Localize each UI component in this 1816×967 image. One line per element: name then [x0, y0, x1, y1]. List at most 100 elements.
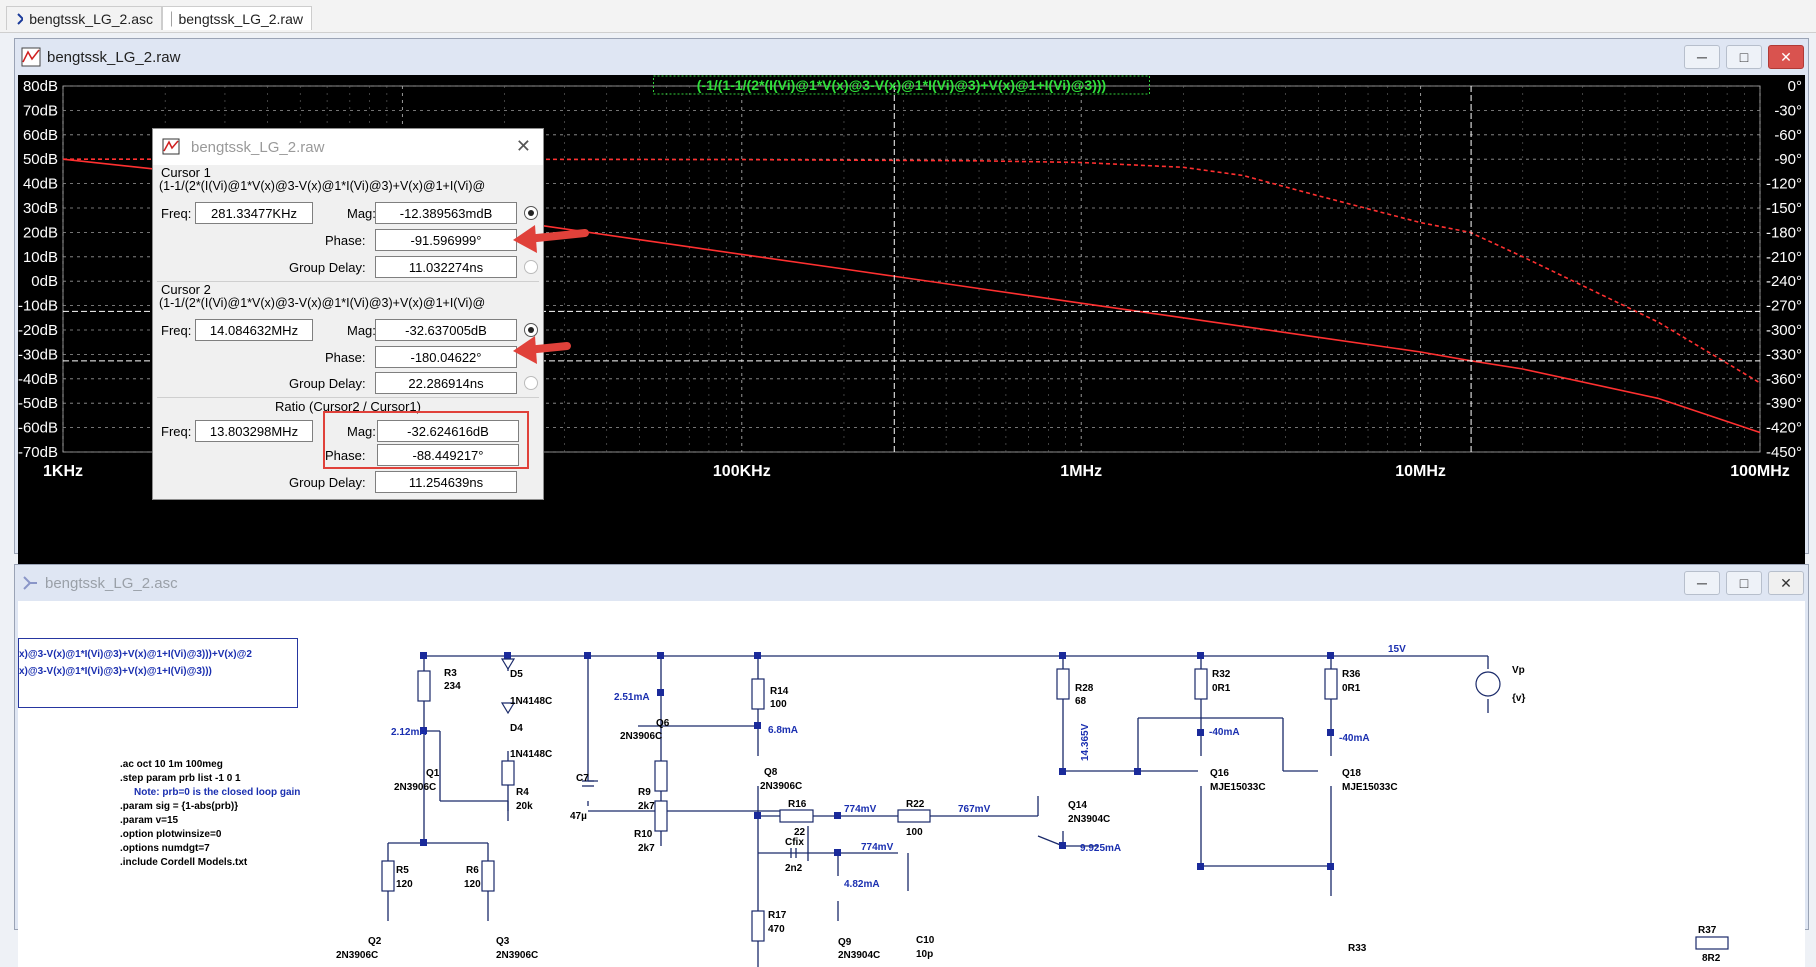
svg-text:R36: R36 — [1342, 669, 1361, 680]
svg-text:MJE15033C: MJE15033C — [1210, 782, 1266, 793]
arrow-icon — [513, 336, 567, 364]
svg-text:R16: R16 — [788, 799, 807, 810]
svg-text:767mV: 767mV — [958, 804, 991, 815]
cursor2-heading: Cursor 2 — [161, 282, 211, 297]
svg-text:Q9: Q9 — [838, 937, 852, 948]
svg-text:.options numdgt=7: .options numdgt=7 — [120, 843, 210, 854]
svg-text:774mV: 774mV — [844, 804, 877, 815]
document-tab-bar: bengtssk_LG_2.asc bengtssk_LG_2.raw — [0, 0, 1816, 33]
svg-text:0R1: 0R1 — [1342, 683, 1361, 694]
cursor1-gd-field[interactable]: 11.032274ns — [375, 256, 517, 278]
arrow-icon — [513, 225, 585, 253]
x-tick-label: 100KHz — [713, 463, 771, 480]
svg-text:2N3904C: 2N3904C — [838, 950, 880, 961]
cursor-dialog: bengtssk_LG_2.raw ✕ Cursor 1 (1-1/(2*(I(… — [152, 128, 544, 500]
spice-directives: .ac oct 10 1m 100meg .step param prb lis… — [120, 759, 300, 868]
svg-text:10p: 10p — [916, 949, 933, 960]
svg-text:{v}: {v} — [1512, 693, 1525, 704]
cursor1-mag-label: Mag: — [347, 206, 376, 221]
tab-waveform[interactable]: bengtssk_LG_2.raw — [162, 6, 312, 30]
y2-tick-label: -120° — [1766, 176, 1802, 193]
y2-tick-label: -240° — [1766, 273, 1802, 290]
ratio-freq-field[interactable]: 13.803298MHz — [195, 420, 313, 442]
cursor2-mag-field[interactable]: -32.637005dB — [375, 319, 517, 341]
cursor1-gd-label: Group Delay: — [289, 260, 366, 275]
close-button[interactable]: ✕ — [1768, 45, 1804, 69]
cursor1-freq-field[interactable]: 281.33477KHz — [195, 202, 313, 224]
schematic-icon — [21, 574, 39, 592]
y2-tick-label: -60° — [1774, 127, 1802, 144]
y2-tick-label: -360° — [1766, 371, 1802, 388]
chart-title: (-1/(1-1/(2*(I(Vi)@1*V(x)@3-V(x)@1*I(Vi)… — [697, 77, 1106, 93]
y-tick-label: -10dB — [18, 298, 58, 315]
waveform-icon — [171, 11, 172, 27]
y2-tick-label: -30° — [1774, 102, 1802, 119]
operating-point-labels: 2.12mA 2.51mA 6.8mA 774mV 767mV 774mV 4.… — [391, 644, 1406, 890]
y-tick-label: 30dB — [23, 200, 58, 217]
y2-tick-label: -270° — [1766, 298, 1802, 315]
cursor2-gd-field[interactable]: 22.286914ns — [375, 372, 517, 394]
x-tick-label: 1KHz — [43, 463, 83, 480]
y-tick-label: 40dB — [23, 176, 58, 193]
svg-text:Cfix: Cfix — [785, 837, 804, 848]
svg-text:R37: R37 — [1698, 925, 1717, 936]
svg-text:20k: 20k — [516, 801, 533, 812]
svg-text:R3: R3 — [444, 668, 457, 679]
y2-tick-label: -390° — [1766, 395, 1802, 412]
svg-text:-40mA: -40mA — [1209, 727, 1240, 738]
note-line: x)@3-V(x)@1*I(Vi)@3)+V(x)@1+I(Vi)@3)))+V… — [19, 649, 297, 660]
cursor1-expression: (1-1/(2*(I(Vi)@1*V(x)@3-V(x)@1*I(Vi)@3)+… — [159, 179, 485, 193]
y2-tick-label: 0° — [1788, 78, 1802, 95]
close-button[interactable]: ✕ — [1768, 571, 1804, 595]
svg-text:2k7: 2k7 — [638, 843, 655, 854]
cursor2-freq-label: Freq: — [161, 323, 191, 338]
close-icon: ✕ — [1780, 575, 1792, 592]
minimize-icon: ─ — [1697, 575, 1707, 591]
svg-text:Vp: Vp — [1512, 665, 1525, 676]
maximize-button[interactable]: □ — [1726, 45, 1762, 69]
cursor1-heading: Cursor 1 — [161, 165, 211, 180]
svg-text:47µ: 47µ — [570, 811, 587, 822]
minimize-button[interactable]: ─ — [1684, 571, 1720, 595]
waveform-icon — [21, 47, 41, 67]
schematic-titlebar[interactable]: bengtssk_LG_2.asc ─ □ ✕ — [15, 565, 1808, 601]
svg-text:Q16: Q16 — [1210, 768, 1229, 779]
svg-text:R14: R14 — [770, 686, 789, 697]
dialog-titlebar[interactable]: bengtssk_LG_2.raw ✕ — [153, 129, 543, 165]
cursor1-phase-field[interactable]: -91.596999° — [375, 229, 517, 251]
schematic-window: bengtssk_LG_2.asc ─ □ ✕ — [14, 564, 1809, 930]
expression-note-box[interactable]: x)@3-V(x)@1*I(Vi)@3)+V(x)@1+I(Vi)@3)))+V… — [18, 638, 298, 708]
maximize-button[interactable]: □ — [1726, 571, 1762, 595]
minimize-button[interactable]: ─ — [1684, 45, 1720, 69]
svg-text:470: 470 — [768, 924, 785, 935]
highlight-box — [323, 411, 529, 469]
y-tick-label: -60dB — [18, 420, 58, 437]
y-tick-label: 10dB — [23, 249, 58, 266]
cursor2-phase-field[interactable]: -180.04622° — [375, 346, 517, 368]
dialog-close-icon[interactable]: ✕ — [516, 136, 531, 157]
svg-text:.ac oct 10 1m 100meg: .ac oct 10 1m 100meg — [120, 759, 223, 770]
tab-schematic[interactable]: bengtssk_LG_2.asc — [6, 6, 162, 30]
svg-text:2n2: 2n2 — [785, 863, 803, 874]
svg-text:100: 100 — [906, 827, 923, 838]
ratio-gd-field[interactable]: 11.254639ns — [375, 471, 517, 493]
cursor2-gd-radio[interactable] — [524, 376, 538, 390]
cursor1-mag-field[interactable]: -12.389563mdB — [375, 202, 517, 224]
waveform-titlebar[interactable]: bengtssk_LG_2.raw ─ □ ✕ — [15, 39, 1808, 75]
tab-label: bengtssk_LG_2.asc — [29, 11, 153, 27]
y2-tick-label: -150° — [1766, 200, 1802, 217]
svg-text:6.8mA: 6.8mA — [768, 725, 798, 736]
y-tick-label: 80dB — [23, 78, 58, 95]
ratio-gd-label: Group Delay: — [289, 475, 366, 490]
maximize-icon: □ — [1740, 575, 1748, 591]
y-tick-label: -40dB — [18, 371, 58, 388]
svg-text:.include Cordell Models.txt: .include Cordell Models.txt — [120, 857, 248, 868]
svg-text:4.82mA: 4.82mA — [844, 879, 880, 890]
y2-tick-label: -90° — [1774, 151, 1802, 168]
svg-text:2N3906C: 2N3906C — [760, 781, 802, 792]
svg-text:774mV: 774mV — [861, 842, 894, 853]
svg-text:Note: prb=0 is the closed loo: Note: prb=0 is the closed loop gain — [134, 787, 300, 798]
cursor1-freq-label: Freq: — [161, 206, 191, 221]
cursor2-freq-field[interactable]: 14.084632MHz — [195, 319, 313, 341]
